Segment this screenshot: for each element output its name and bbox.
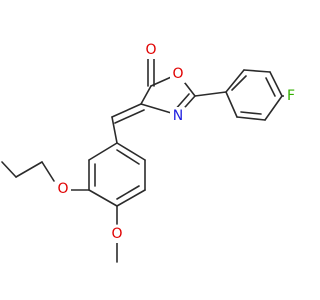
bond-c4-methine-b bbox=[114, 109, 145, 124]
bond-ar5-ar6-inner bbox=[240, 111, 262, 115]
bond-br1-br2 bbox=[88, 142, 118, 161]
bond-layer bbox=[1, 56, 288, 263]
bond-ar3-ar4 bbox=[269, 71, 283, 97]
bond-c4-methine-a bbox=[111, 103, 142, 118]
atom-methoxy-oxygen: O bbox=[109, 225, 125, 243]
atom-label-ring-oxygen: O bbox=[172, 66, 183, 82]
bond-propyl-c1-c2 bbox=[15, 161, 43, 178]
bond-br4-br5 bbox=[116, 189, 146, 207]
atom-ring-oxygen: O bbox=[170, 65, 186, 83]
bond-methine-aryl bbox=[111, 116, 118, 144]
atom-label-ring-nitrogen: N bbox=[173, 108, 183, 124]
bond-br6-br1 bbox=[116, 142, 146, 161]
bond-ar4-ar5 bbox=[264, 95, 283, 121]
bond-propyl-c2-c3 bbox=[1, 161, 17, 178]
atom-label-propoxy-oxygen: O bbox=[57, 181, 68, 197]
atom-ring-nitrogen: N bbox=[170, 107, 186, 125]
bond-ar6-ar1 bbox=[225, 91, 238, 118]
bond-ar3-ar4-inner bbox=[265, 77, 276, 97]
bond-ar2-ar3 bbox=[243, 69, 271, 73]
bond-br6-br1-inner bbox=[116, 149, 140, 165]
bond-o-propoxy-c1 bbox=[41, 161, 55, 182]
atom-label-fluorine: F bbox=[287, 88, 295, 104]
molecule-structure: O O N F O O bbox=[1, 41, 299, 263]
bond-ar5-ar6 bbox=[236, 116, 266, 121]
atom-label-methoxy-oxygen: O bbox=[111, 226, 122, 242]
bond-br4-br5-inner bbox=[116, 185, 140, 200]
atom-propoxy-oxygen: O bbox=[55, 180, 71, 198]
bond-c4-c5 bbox=[140, 85, 152, 105]
bond-ar1-ar2 bbox=[225, 69, 245, 93]
atom-label-carbonyl-oxygen: O bbox=[145, 42, 156, 58]
atom-fluorine: F bbox=[284, 87, 299, 105]
bond-ar1-ar2-inner bbox=[231, 75, 247, 91]
bond-br3-br4 bbox=[88, 189, 118, 207]
bond-c2-ar1 bbox=[194, 91, 227, 97]
atom-carbonyl-oxygen: O bbox=[143, 41, 159, 59]
